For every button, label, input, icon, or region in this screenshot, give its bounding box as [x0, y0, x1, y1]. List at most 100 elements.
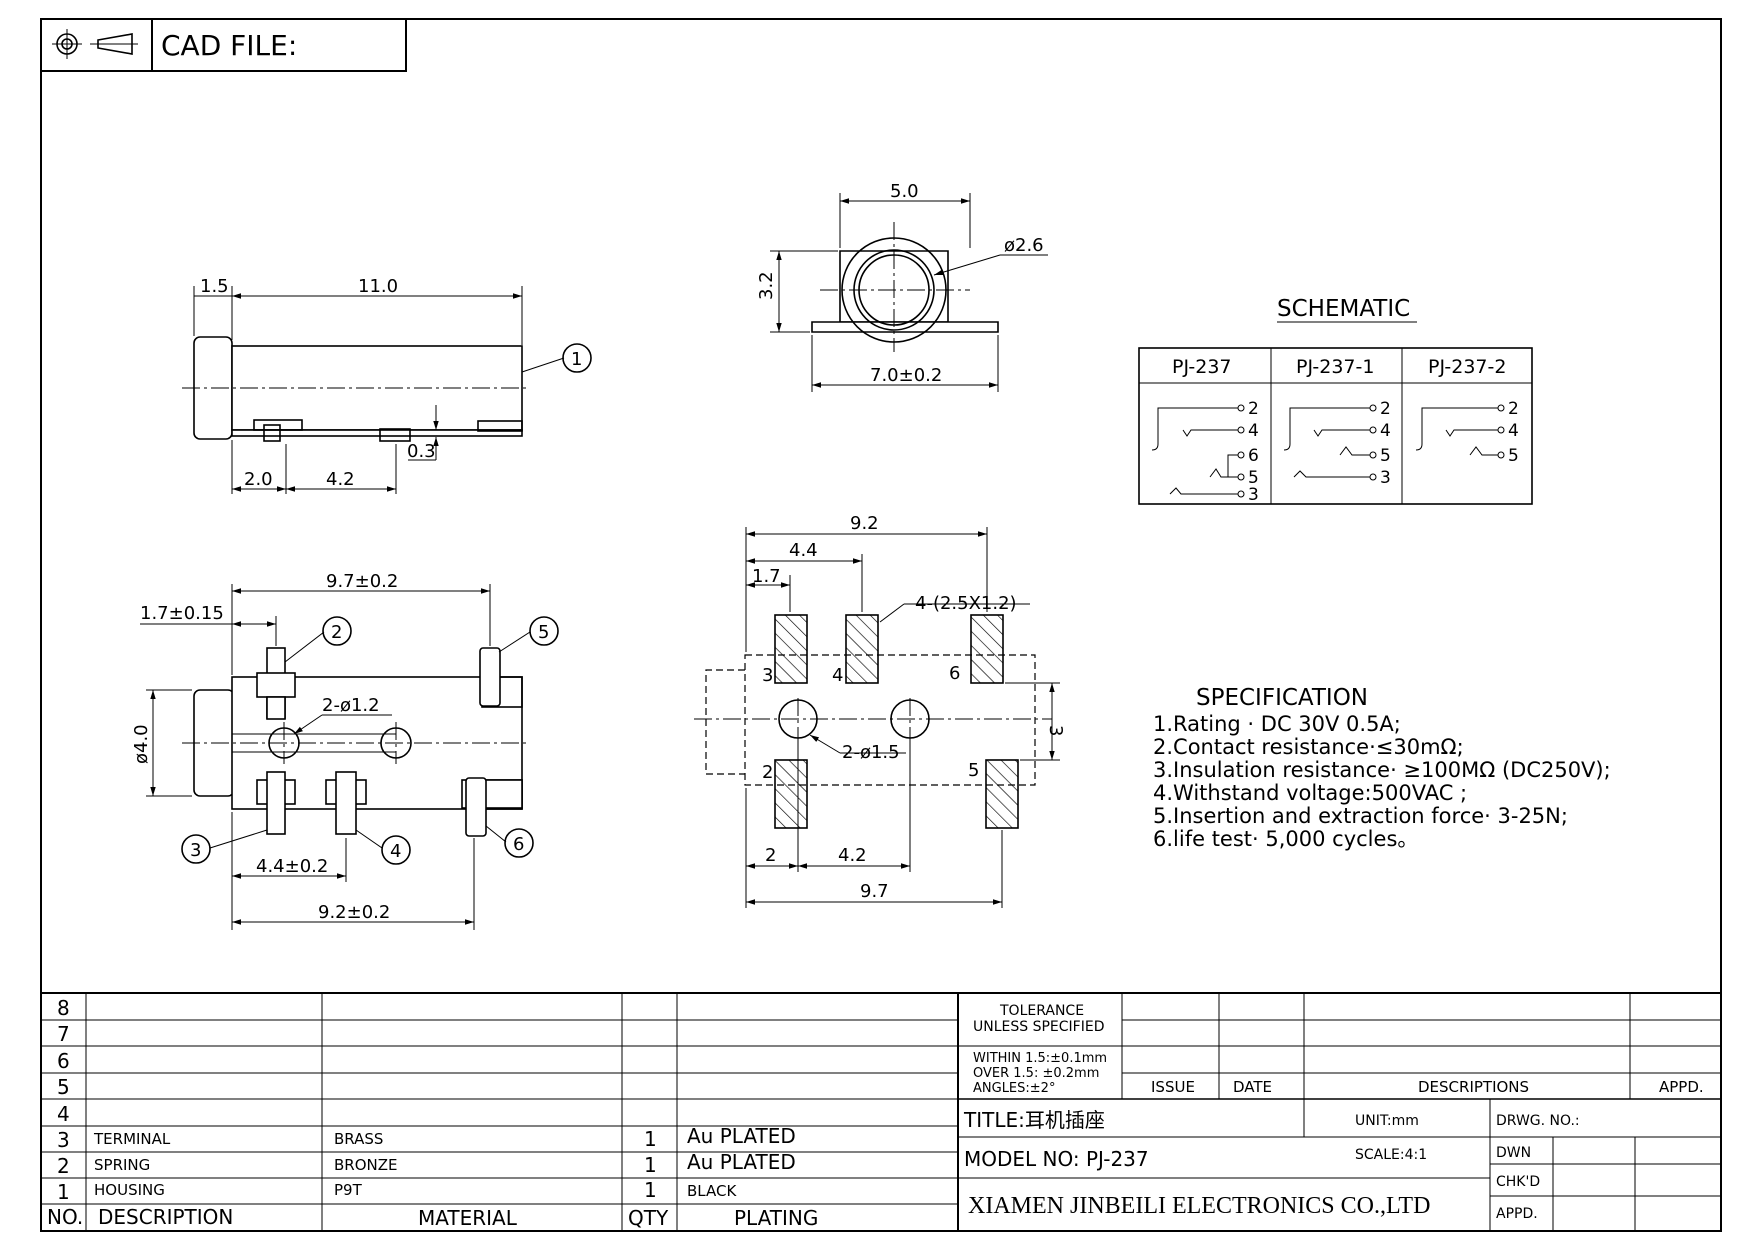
dim-4-4-pcb: 4.4 [789, 540, 818, 561]
sheet-border [40, 18, 1722, 1232]
drawing-title: TITLE:耳机插座 [963, 1108, 1105, 1132]
revision-issue-header: ISSUE [1151, 1078, 1195, 1096]
tolerance-title-2: UNLESS SPECIFIED [973, 1019, 1104, 1035]
bom-desc-housing: HOUSING [94, 1181, 165, 1199]
dim-9-2-pcb: 9.2 [850, 513, 879, 534]
s1-pin-5: 5 [1248, 468, 1259, 488]
bom-plating-housing: BLACK [687, 1182, 737, 1200]
cad-header-box: CAD FILE: [41, 19, 407, 72]
s1-pin-3: 3 [1248, 485, 1259, 505]
tolerance-line-1: WITHIN 1.5:±0.1mm [973, 1051, 1107, 1066]
pad-label-2: 2 [762, 762, 773, 783]
s2-pin-3: 3 [1380, 468, 1391, 488]
dim-3-2: 3.2 [756, 271, 777, 300]
dim-2-pcb: 2 [765, 845, 776, 866]
bom-material-bronze: BRONZE [334, 1156, 398, 1174]
s1-pin-6: 6 [1248, 446, 1259, 466]
callout-3 [181, 834, 211, 864]
pad-label-4: 4 [832, 665, 843, 686]
revision-descriptions-header: DESCRIPTIONS [1418, 1078, 1529, 1096]
bom-row-num-6: 6 [57, 1049, 70, 1073]
bom-desc-terminal: TERMINAL [93, 1130, 171, 1148]
pcb-layout: 3 4 6 2 5 9.2 4.4 1.7 4-(2.5X1.2) 3 2-ø1… [694, 513, 1066, 908]
dim-9-7-bottom: 9.7±0.2 [326, 571, 398, 592]
dim-7-0: 7.0±0.2 [870, 365, 942, 386]
chkd-label: CHK'D [1496, 1174, 1540, 1190]
bom-header-description: DESCRIPTION [98, 1205, 233, 1229]
spec-item-2: 2.Contact resistance·≤30mΩ; [1153, 735, 1464, 759]
pcb-outline [744, 654, 1036, 786]
bom-row-num-2: 2 [57, 1154, 70, 1178]
drawing-number-label: DRWG. NO.: [1496, 1113, 1580, 1129]
schematic-title: SCHEMATIC [1277, 296, 1410, 322]
s2-pin-4: 4 [1380, 421, 1391, 441]
schematic-symbol-pj-237: 2 4 6 5 3 [1151, 399, 1259, 505]
s1-pin-2: 2 [1248, 399, 1259, 419]
bom-row-num-1: 1 [57, 1180, 70, 1204]
bottom-view: 9.7±0.2 1.7±0.15 ø4.0 2-ø1.2 4.4±0.2 9.2… [131, 571, 559, 930]
dim-2-phi-1-5: 2-ø1.5 [842, 742, 900, 763]
dim-phi-2-6: ø2.6 [1004, 235, 1044, 256]
schematic-col-1: PJ-237 [1172, 356, 1232, 378]
dim-4-2: 4.2 [326, 469, 355, 490]
callout-4-label: 4 [390, 841, 401, 862]
spec-item-6: 6.life test· 5,000 cycles。 [1153, 827, 1418, 851]
bom-material-brass: BRASS [334, 1130, 383, 1148]
bom-row-num-3: 3 [57, 1128, 70, 1152]
pad-label-3: 3 [762, 665, 773, 686]
pad-label-5: 5 [968, 760, 979, 781]
dim-5-0: 5.0 [890, 181, 919, 202]
callout-6-label: 6 [513, 834, 524, 855]
front-view: 5.0 ø2.6 3.2 7.0±0.2 [756, 181, 1048, 392]
spec-item-5: 5.Insertion and extraction force· 3-25N; [1153, 804, 1568, 828]
dim-9-2-bottom: 9.2±0.2 [318, 902, 390, 923]
dim-1-7: 1.7±0.15 [140, 603, 224, 624]
pad-label-6: 6 [949, 663, 960, 684]
first-angle-projection-icon [52, 29, 138, 59]
bom-material-p9t: P9T [334, 1181, 363, 1199]
callout-1 [562, 343, 592, 373]
schematic-table [1138, 347, 1533, 505]
schematic: SCHEMATIC PJ-237 PJ-237-1 PJ-237-2 2 4 6… [1138, 296, 1533, 505]
bom-header-qty: QTY [628, 1206, 669, 1230]
s3-pin-2: 2 [1508, 399, 1519, 419]
cad-file-label: CAD FILE: [161, 29, 297, 62]
side-view-base [231, 429, 523, 437]
bom-row-num-5: 5 [57, 1075, 70, 1099]
dim-4-2-pcb: 4.2 [838, 845, 867, 866]
pad-6 [970, 614, 1004, 684]
tolerance-line-2: OVER 1.5: ±0.2mm [973, 1066, 1099, 1081]
spec-item-3: 3.Insulation resistance· ≥100MΩ (DC250V)… [1153, 758, 1611, 782]
bom-plating-spring: Au PLATED [687, 1150, 796, 1174]
dim-0-3: 0.3 [407, 441, 436, 462]
schematic-col-2: PJ-237-1 [1296, 356, 1374, 378]
s1-pin-4: 4 [1248, 421, 1259, 441]
dim-1-5: 1.5 [200, 276, 229, 297]
dim-4-4-bottom: 4.4±0.2 [256, 856, 328, 877]
pad-4 [845, 614, 879, 684]
s2-pin-5: 5 [1380, 446, 1391, 466]
schematic-symbol-pj-237-1: 2 4 5 3 [1283, 399, 1391, 488]
spec-item-4: 4.Withstand voltage:500VAC ; [1153, 781, 1467, 805]
dim-phi-4-0: ø4.0 [131, 724, 152, 764]
schematic-symbol-pj-237-2: 2 4 5 [1415, 399, 1519, 466]
bom-table: 8 7 6 5 4 3 2 1 TERMINAL BRASS 1 Au PLAT… [41, 992, 1721, 1231]
bom-row-num-8: 8 [57, 996, 70, 1020]
callout-5-label: 5 [538, 622, 549, 643]
s3-pin-4: 4 [1508, 421, 1519, 441]
dim-2-phi-1-2: 2-ø1.2 [322, 695, 380, 716]
dim-3-pcb: 3 [1045, 725, 1066, 736]
callout-1-label: 1 [571, 349, 582, 370]
pcb-hole-2 [890, 699, 930, 739]
bom-row-num-7: 7 [57, 1022, 70, 1046]
appd-label: APPD. [1496, 1206, 1538, 1222]
schematic-col-3: PJ-237-2 [1428, 356, 1506, 378]
callout-2-label: 2 [331, 622, 342, 643]
bom-qty-spring: 1 [644, 1153, 657, 1177]
side-view: 1.5 11.0 2.0 4.2 0.3 1 [182, 276, 592, 494]
revision-date-header: DATE [1233, 1078, 1272, 1096]
pad-5 [985, 759, 1019, 829]
company-name: XIAMEN JINBEILI ELECTRONICS CO.,LTD [968, 1193, 1430, 1219]
dim-2-0: 2.0 [244, 469, 273, 490]
